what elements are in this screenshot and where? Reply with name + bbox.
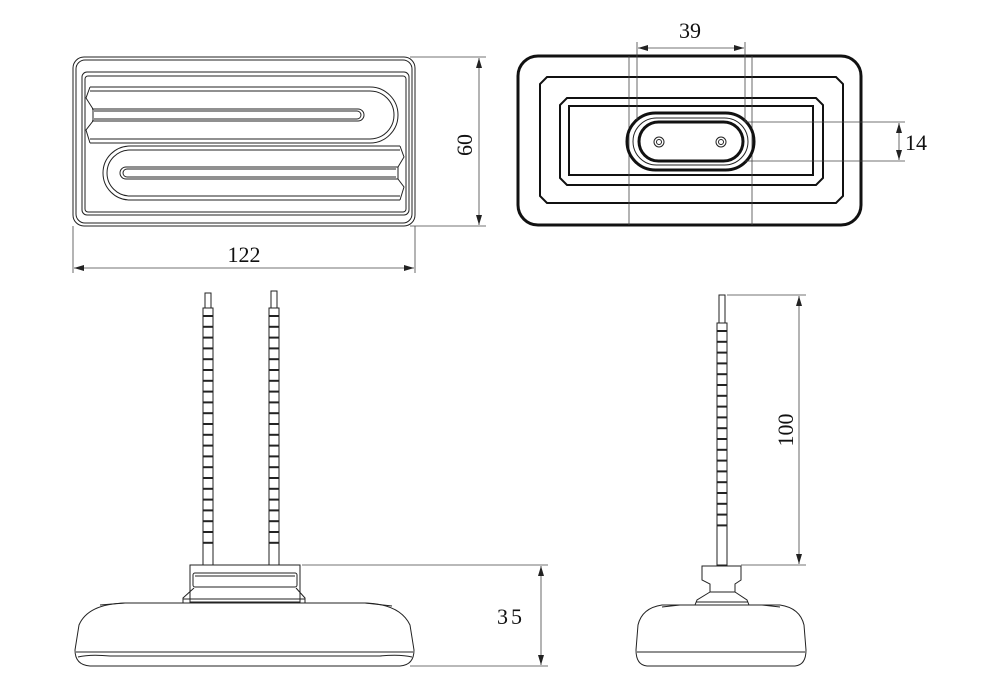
lead-wire bbox=[268, 290, 280, 566]
dimension-slot-width: 14 bbox=[745, 121, 927, 162]
length-label: 122 bbox=[228, 242, 261, 267]
top-view-face bbox=[72, 56, 416, 227]
dimension-lead-length: 100 bbox=[727, 294, 806, 566]
front-view bbox=[74, 564, 415, 667]
slot-width-label: 14 bbox=[905, 130, 927, 155]
lead-wire bbox=[716, 294, 728, 566]
width-label: 60 bbox=[452, 134, 477, 156]
base-height-label: 35 bbox=[497, 604, 525, 629]
dimension-length: 122 bbox=[72, 226, 416, 273]
terminal-hole bbox=[715, 136, 727, 148]
side-view bbox=[635, 565, 807, 667]
dimension-width: 60 bbox=[410, 56, 486, 227]
back-view bbox=[516, 54, 863, 227]
lead-length-label: 100 bbox=[773, 414, 798, 447]
terminal-hole bbox=[653, 136, 665, 148]
lead-wire bbox=[202, 292, 214, 566]
pin-spacing-label: 39 bbox=[679, 18, 701, 43]
dimension-pin-spacing: 39 bbox=[636, 18, 746, 122]
dimension-base-height: 35 bbox=[302, 564, 548, 667]
